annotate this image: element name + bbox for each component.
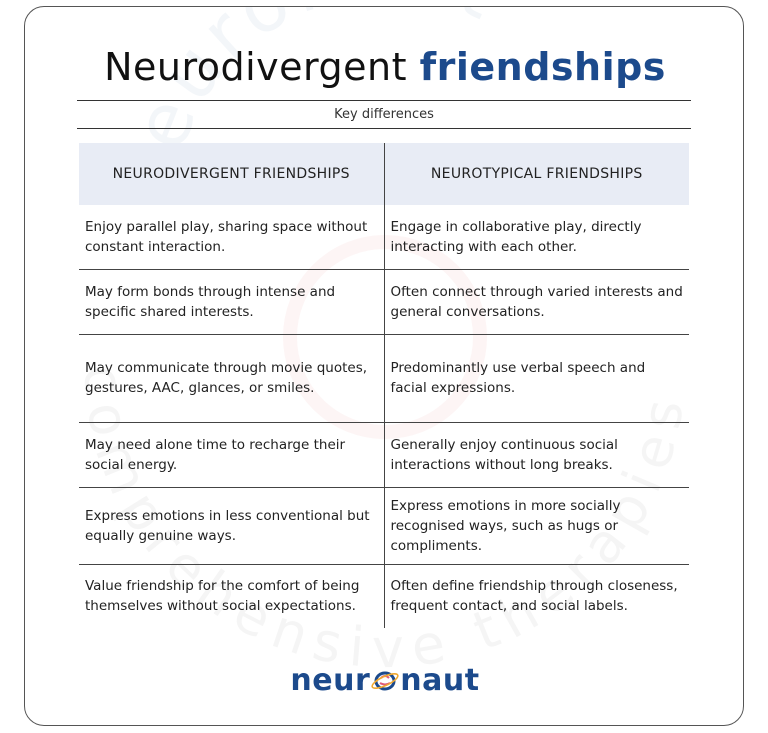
header-neurotypical: NEUROTYPICAL FRIENDSHIPS bbox=[384, 143, 689, 205]
page-title: Neurodivergent friendships bbox=[25, 45, 743, 89]
subtitle-divider bbox=[77, 128, 691, 129]
cell-neurotypical: Engage in collaborative play, directly i… bbox=[390, 218, 642, 255]
table-row: May form bonds through intense and speci… bbox=[79, 268, 689, 334]
cell-neurotypical: Often connect through varied interests a… bbox=[384, 268, 689, 334]
infographic-card: neuronaut comprehensive therapies Neurod… bbox=[24, 6, 744, 726]
brand-logo: neur naut bbox=[25, 663, 743, 698]
title-divider bbox=[77, 100, 691, 101]
cell-neurotypical: Express emotions in more socially recogn… bbox=[384, 486, 689, 564]
table-row: May communicate through movie quotes, ge… bbox=[79, 333, 689, 422]
table-row: Enjoy parallel play, sharing space witho… bbox=[79, 205, 689, 269]
cell-neurodivergent: Enjoy parallel play, sharing space witho… bbox=[79, 205, 385, 269]
table-row: May need alone time to recharge their so… bbox=[79, 421, 689, 487]
cell-neurotypical: Generally enjoy continuous social intera… bbox=[384, 421, 689, 487]
cell-neurodivergent: Express emotions in less conventional bu… bbox=[79, 486, 385, 564]
logo-text-right: naut bbox=[400, 663, 480, 698]
title-part1: Neurodivergent bbox=[104, 45, 407, 89]
subtitle: Key differences bbox=[334, 107, 434, 122]
cell-neurodivergent: Value friendship for the comfort of bein… bbox=[79, 563, 385, 628]
comparison-table: NEURODIVERGENT FRIENDSHIPS NEUROTYPICAL … bbox=[79, 143, 689, 628]
cell-neurotypical: Often define friendship through closenes… bbox=[384, 563, 689, 628]
table-header-row: NEURODIVERGENT FRIENDSHIPS NEUROTYPICAL … bbox=[79, 143, 689, 205]
brain-orbit-icon bbox=[371, 671, 399, 691]
table-row: Express emotions in less conventional bu… bbox=[79, 486, 689, 564]
title-part2: friendships bbox=[419, 45, 666, 89]
cell-neurodivergent: May form bonds through intense and speci… bbox=[79, 268, 385, 334]
header-neurodivergent: NEURODIVERGENT FRIENDSHIPS bbox=[79, 143, 385, 205]
cell-neurodivergent: May need alone time to recharge their so… bbox=[79, 421, 385, 487]
table-row: Value friendship for the comfort of bein… bbox=[79, 563, 689, 628]
cell-neurodivergent: May communicate through movie quotes, ge… bbox=[79, 333, 385, 422]
cell-neurotypical: Predominantly use verbal speech and faci… bbox=[384, 333, 689, 422]
logo-text-left: neur bbox=[290, 663, 371, 698]
